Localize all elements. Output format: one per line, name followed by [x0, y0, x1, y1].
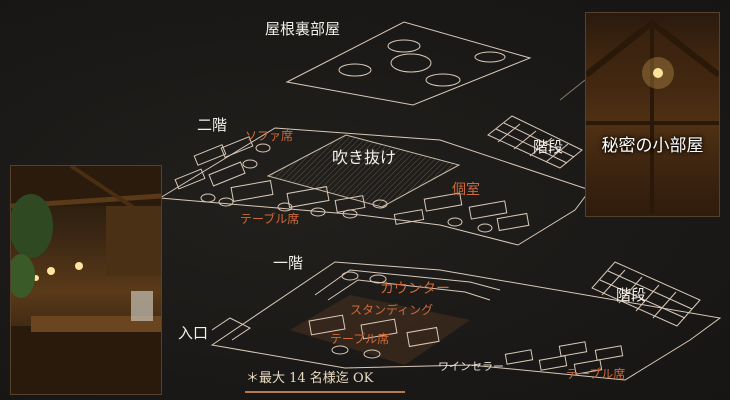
attic-plan: [285, 21, 532, 106]
table-seats-2f-label: テーブル席: [240, 212, 300, 226]
attic-label: 屋根裏部屋: [265, 20, 341, 38]
bar-interior-scene: [11, 166, 161, 394]
private-room-label: 個室: [452, 182, 480, 198]
capacity-note-underline: [245, 391, 405, 393]
stairs-2f-label: 階段: [533, 138, 564, 156]
atrium-label: 吹き抜け: [332, 148, 397, 167]
secret-room-leader: [559, 79, 586, 101]
stairs-1f-label: 階段: [616, 286, 647, 304]
first-floor-plan: [210, 261, 722, 381]
second-floor-plan: [158, 115, 591, 246]
wine-cellar-label: ワインセラー: [438, 360, 504, 373]
secret-room-rafters: [586, 19, 719, 216]
first-floor-label: 一階: [273, 254, 304, 272]
capacity-note: ＊最大 14 名様迄 OK: [246, 371, 374, 386]
entrance-label: 入口: [178, 324, 209, 342]
table-seats-1f-right-label: テーブル席: [566, 367, 626, 381]
second-floor-label: 二階: [197, 116, 228, 134]
secret-room-caption: 秘密の小部屋: [601, 136, 704, 156]
counter-label: カウンター: [380, 281, 450, 297]
secret-room-photo: 秘密の小部屋: [585, 12, 720, 217]
standing-label: スタンディング: [350, 303, 434, 317]
table-seats-1f-label: テーブル席: [330, 332, 390, 346]
sofa-seats-label: ソファ席: [245, 129, 294, 143]
bar-interior-photo: [10, 165, 162, 395]
